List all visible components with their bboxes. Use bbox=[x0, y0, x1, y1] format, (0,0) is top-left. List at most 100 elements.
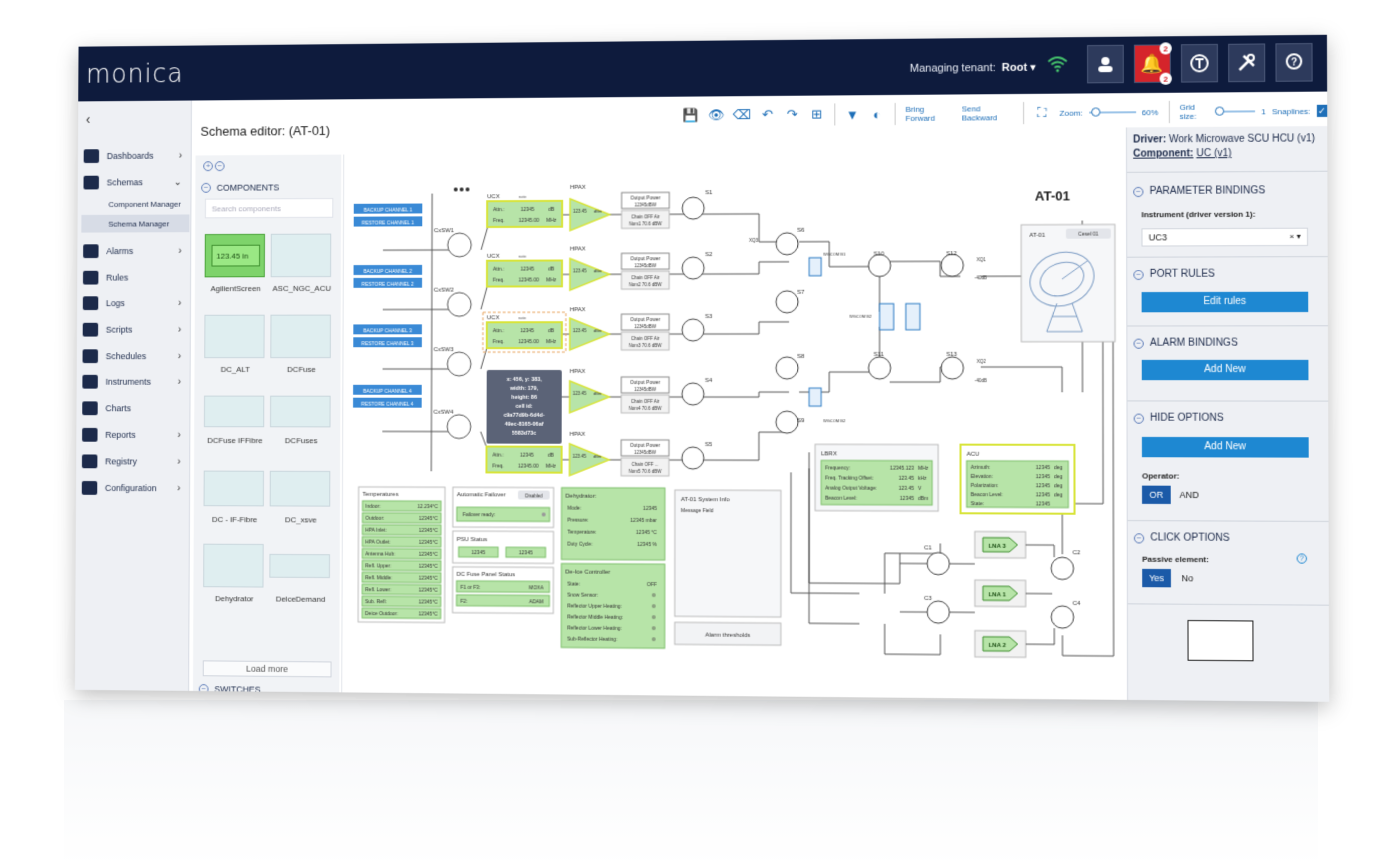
clean-brush-icon[interactable]: ⌫ bbox=[732, 107, 752, 123]
s5-switch[interactable] bbox=[681, 446, 704, 470]
component-tile-dcfuse[interactable]: DCFuse bbox=[270, 314, 331, 374]
hide-options-header[interactable]: −HIDE OPTIONS bbox=[1133, 413, 1224, 424]
sidebar-item-configuration[interactable]: Configuration› bbox=[81, 478, 185, 498]
sidebar-item-rules[interactable]: Rules bbox=[82, 268, 185, 288]
tenant-selector[interactable]: Managing tenant:Root ▾ bbox=[910, 61, 1036, 75]
wg-box-1[interactable] bbox=[809, 258, 821, 276]
sidebar-item-reports[interactable]: Reports› bbox=[82, 425, 184, 445]
component-tile-asc-ngc-acu[interactable]: ASC_NGC_ACU bbox=[270, 233, 332, 293]
component-value[interactable]: UC (v1) bbox=[1196, 147, 1232, 160]
ucx-block-5[interactable]: UCX Attn.: 12345 dB Freq. 12345.00 MHz bbox=[486, 440, 561, 473]
alarm-bindings-header[interactable]: −ALARM BINDINGS bbox=[1133, 338, 1238, 349]
c1-switch[interactable] bbox=[927, 552, 949, 574]
clear-dropdown-icon[interactable]: × ▾ bbox=[1289, 231, 1301, 241]
collapse-sidebar-button[interactable]: ‹ bbox=[85, 111, 91, 127]
zoom-in-icon[interactable]: + bbox=[203, 161, 213, 172]
antenna-panel[interactable]: AT-01 Cesel 01 bbox=[1021, 224, 1115, 341]
sidebar-item-registry[interactable]: Registry› bbox=[81, 452, 185, 472]
restore-channel-1-button[interactable] bbox=[353, 216, 423, 227]
lna-3[interactable]: LNA 3 bbox=[975, 532, 1026, 559]
schema-canvas[interactable]: AT-01 BACKUP CHANNEL 1 RESTORE CHANNEL 1… bbox=[341, 149, 1125, 700]
automatic-failover-widget[interactable]: Automatic Failover Disabled Failover rea… bbox=[453, 487, 554, 527]
load-more-button[interactable]: Load more bbox=[202, 660, 332, 678]
sidebar-item-charts[interactable]: Charts bbox=[82, 398, 184, 418]
dc-fuse-panel-widget[interactable]: DC Fuse Panel Status F1 or F3: MOXA F2: … bbox=[453, 567, 554, 614]
component-tile-delcedemand[interactable]: DelceDemand bbox=[269, 553, 330, 604]
s7-switch[interactable] bbox=[776, 291, 798, 313]
lna-1[interactable]: LNA 1 bbox=[975, 580, 1026, 607]
sidebar-item-schemas[interactable]: Schemas⌄ bbox=[83, 172, 185, 192]
sidebar-item-schedules[interactable]: Schedules› bbox=[82, 346, 185, 366]
add-alarm-binding-button[interactable]: Add New bbox=[1141, 359, 1309, 381]
minimap[interactable] bbox=[1187, 620, 1254, 662]
s9-switch[interactable] bbox=[776, 411, 798, 433]
click-options-header[interactable]: −CLICK OPTIONS bbox=[1133, 532, 1230, 544]
bring-forward-button[interactable]: Bring Forward bbox=[905, 104, 935, 123]
snaplines-checkbox[interactable]: ✓ bbox=[1316, 104, 1328, 117]
new-file-icon[interactable]: ⊞ bbox=[811, 106, 823, 122]
restore-channel-4-button[interactable] bbox=[353, 397, 422, 408]
user-button[interactable] bbox=[1087, 44, 1124, 84]
send-backward-button[interactable]: Send Backward bbox=[961, 104, 998, 123]
s11-switch[interactable] bbox=[868, 357, 890, 379]
component-tile-agilientscreen[interactable]: 123.45 in AgilientScreen bbox=[204, 233, 265, 293]
backup-channel-1-button[interactable] bbox=[353, 203, 423, 214]
redo-icon[interactable]: ↷ bbox=[786, 106, 798, 122]
operator-or-toggle[interactable]: OR bbox=[1141, 485, 1171, 504]
component-tile-dc-xsve[interactable]: DC_xsve bbox=[269, 470, 331, 524]
s10-switch[interactable] bbox=[868, 254, 890, 276]
c4-switch[interactable] bbox=[1051, 606, 1073, 628]
cxsw2-switch[interactable] bbox=[447, 293, 471, 317]
s12-switch[interactable] bbox=[941, 254, 963, 276]
s8-switch[interactable] bbox=[776, 357, 798, 379]
sidebar-item-alarms[interactable]: Alarms› bbox=[83, 241, 185, 261]
temperatures-widget[interactable]: Temperatures Indoor:12.234°COutdoor:1234… bbox=[358, 487, 445, 623]
c3-switch[interactable] bbox=[927, 601, 949, 623]
failover-toggle[interactable] bbox=[517, 490, 550, 500]
s2-switch[interactable] bbox=[682, 256, 705, 280]
passive-yes-toggle[interactable]: Yes bbox=[1142, 568, 1171, 588]
add-hide-option-button[interactable]: Add New bbox=[1141, 436, 1309, 458]
port-rules-header[interactable]: −PORT RULES bbox=[1133, 269, 1215, 280]
cxsw4-switch[interactable] bbox=[447, 415, 471, 439]
restore-channel-2-button[interactable] bbox=[353, 277, 423, 288]
tenant-value[interactable]: Root ▾ bbox=[1001, 61, 1036, 75]
s3-switch[interactable] bbox=[681, 318, 705, 342]
restore-channel-3-button[interactable] bbox=[353, 337, 422, 348]
switches-header[interactable]: −SWITCHES bbox=[198, 684, 261, 695]
sidebar-sub-component-manager[interactable]: Component Manager bbox=[108, 199, 181, 209]
grid-slider-thumb[interactable] bbox=[1215, 106, 1225, 116]
cxsw3-switch[interactable] bbox=[447, 352, 471, 376]
ucx-block-1[interactable]: UCX note Attn.: 12345 dB Freq. 12345.00 … bbox=[487, 194, 562, 227]
component-tile-dc-alt[interactable]: DC_ALT bbox=[204, 314, 265, 374]
help-icon[interactable]: ? bbox=[1296, 553, 1307, 564]
passive-no-toggle[interactable]: No bbox=[1181, 573, 1194, 584]
system-info-widget[interactable]: AT-01 System Info Message Field Alarm th… bbox=[675, 490, 781, 645]
s4-switch[interactable] bbox=[681, 382, 705, 406]
operator-and-toggle[interactable]: AND bbox=[1179, 489, 1200, 501]
ucx-block-3-selected[interactable]: UCX note Attn.: 12345 dB Freq. 12345.00 … bbox=[483, 312, 566, 352]
wg-box-3[interactable] bbox=[906, 304, 920, 330]
backup-channel-2-button[interactable] bbox=[353, 264, 423, 275]
backup-channel-3-button[interactable] bbox=[353, 324, 422, 335]
cxsw1-switch[interactable] bbox=[448, 233, 472, 257]
undo-icon[interactable]: ↶ bbox=[761, 106, 773, 122]
zoom-slider-thumb[interactable] bbox=[1090, 107, 1100, 117]
alarm-button[interactable]: 🔔 2 2 bbox=[1133, 42, 1172, 85]
tools-button[interactable] bbox=[1228, 43, 1266, 83]
instrument-select[interactable]: UC3× ▾ bbox=[1141, 227, 1309, 247]
sidebar-item-dashboards[interactable]: Dashboards› bbox=[83, 146, 186, 166]
sidebar-sub-schema-manager[interactable]: Schema Manager bbox=[81, 214, 190, 233]
preview-eye-icon[interactable]: 👁 bbox=[707, 107, 725, 123]
parameter-bindings-header[interactable]: −PARAMETER BINDINGS bbox=[1133, 185, 1265, 197]
component-tile-dcfuses[interactable]: DCFuses bbox=[270, 395, 331, 445]
fill-color-icon[interactable]: ▼ bbox=[845, 106, 859, 122]
zoom-slider[interactable] bbox=[1088, 107, 1136, 117]
